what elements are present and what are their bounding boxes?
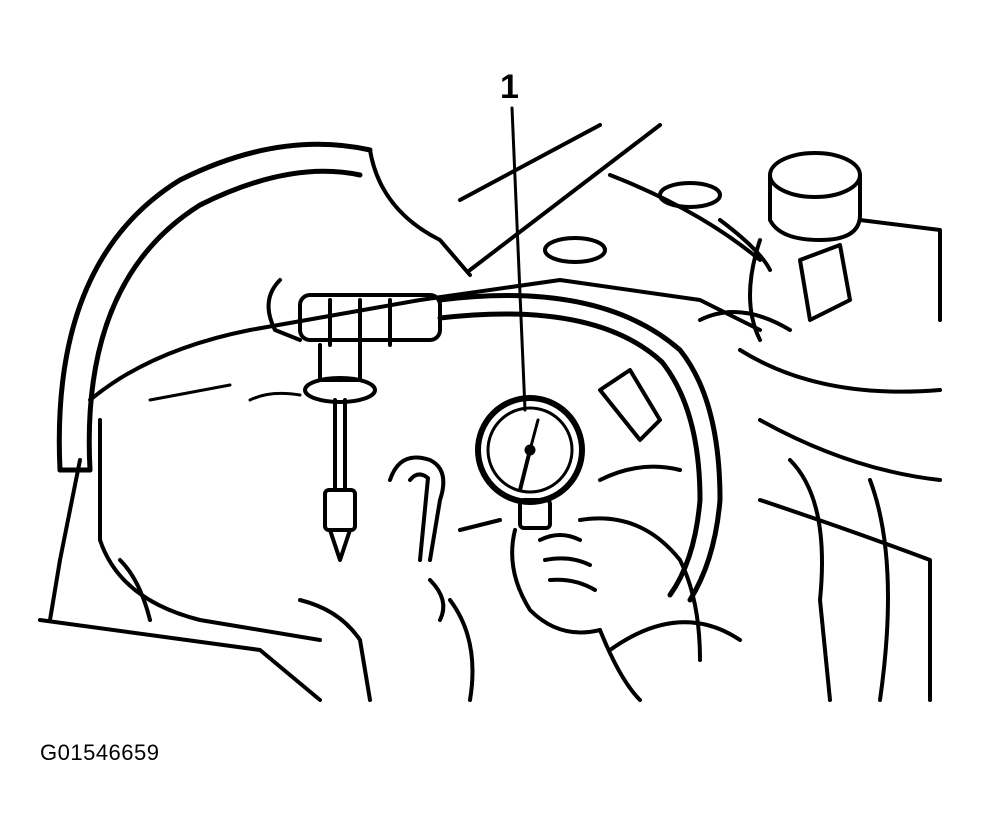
callout-leader-line xyxy=(510,106,527,412)
filler-cap xyxy=(698,151,942,342)
fuel-hose xyxy=(56,141,373,473)
gauge-hose xyxy=(437,293,723,603)
figure-id: G01546659 xyxy=(40,740,160,765)
callout-number-1: 1 xyxy=(500,68,519,106)
intake-manifold xyxy=(598,348,942,702)
lower-bracket xyxy=(118,455,502,702)
hand-holding-gauge xyxy=(510,516,742,702)
engine-cover xyxy=(38,278,762,702)
fuel-rail-injector xyxy=(266,278,442,562)
pressure-gauge-icon xyxy=(475,395,585,530)
valve-cover xyxy=(368,123,772,277)
